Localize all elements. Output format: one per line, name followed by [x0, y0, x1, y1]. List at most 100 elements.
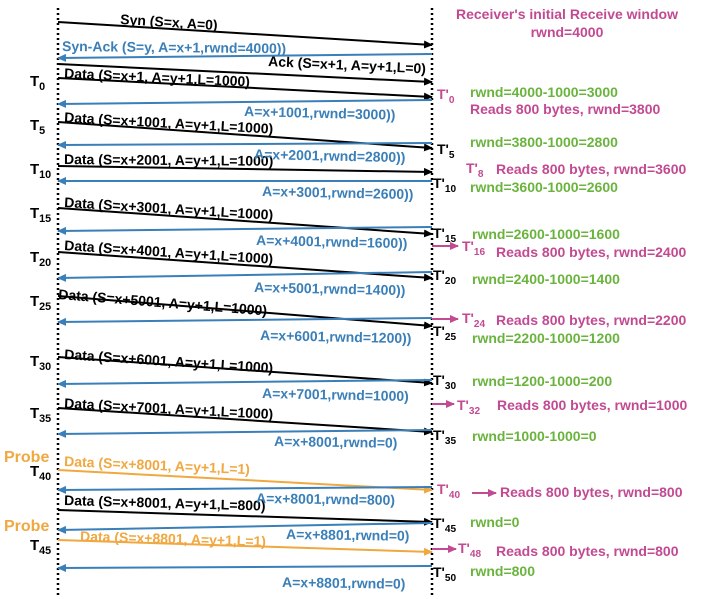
rwnd-calc-2: rwnd=3600-1000=2600 [470, 179, 618, 195]
receiver-time-6: T'20 [433, 267, 456, 287]
ack-arrow-4 [57, 271, 433, 282]
sender-time-7: T35 [30, 405, 51, 425]
rwnd-calc-3: rwnd=2600-1000=1600 [472, 226, 620, 242]
sender-time-2-base: T [30, 161, 39, 178]
sender-time-0-sub: 0 [39, 81, 45, 93]
sender-time-4: T20 [30, 249, 51, 269]
syn-label: Syn (S=x, A=0) [120, 11, 218, 33]
receiver-time-3-base: T' [433, 175, 445, 191]
sender-time-9-sub: 45 [39, 545, 51, 557]
rwnd-calc-1: rwnd=3800-1000=2800 [470, 134, 618, 150]
data-arrow-6 [57, 356, 433, 387]
sender-time-7-sub: 35 [39, 413, 51, 425]
receiver-time-3-sub: 10 [445, 184, 457, 195]
rwnd-calc-8: rwnd=0 [470, 514, 520, 530]
data-arrow-9 [57, 509, 433, 526]
receiver-time-12-sub: 40 [449, 490, 461, 501]
header-rwnd: rwnd=4000 [531, 24, 604, 40]
data-label-5: Data (S=x+5001, A=y+1,L=1000) [58, 286, 268, 318]
receiver-time-9-base: T' [433, 372, 445, 388]
ack-label-3: A=x+4001,rwnd=1600)) [256, 232, 408, 251]
receiver-time-8: T'25 [433, 323, 456, 343]
receiver-time-1-base: T' [437, 141, 449, 157]
sender-time-4-base: T [30, 249, 39, 266]
data-label-6: Data (S=x+6001, A=y+1,L=1000) [64, 346, 274, 376]
ack-label-6: A=x+7001,rwnd=1000) [262, 385, 409, 404]
receiver-time-9-sub: 30 [445, 381, 457, 392]
data-label-7: Data (S=x+7001, A=y+1,L=1000) [64, 395, 274, 422]
read-label-5: Reads 800 bytes, rwnd=800 [500, 484, 683, 500]
receiver-time-15-sub: 50 [445, 573, 457, 584]
data-label-1: Data (S=x+1001, A=y+1,L=1000) [64, 109, 274, 137]
ack-label: Ack (S=x+1, A=y+1,L=0) [268, 53, 426, 76]
data-label-0: Data (S=x+1, A=y+1,L=1000) [64, 65, 250, 89]
sender-time-4-sub: 20 [39, 257, 51, 269]
rwnd-calc-6: rwnd=1200-1000=200 [472, 373, 612, 389]
ack-label-1: A=x+2001,rwnd=2800)) [254, 146, 406, 165]
receiver-time-13: T'45 [433, 515, 456, 535]
sender-time-0-base: T [30, 73, 39, 90]
receiver-time-8-sub: 25 [445, 332, 457, 343]
receiver-time-13-base: T' [433, 515, 445, 531]
data-label-2: Data (S=x+2001, A=y+1,L=1000) [64, 151, 273, 169]
receiver-time-1: T'5 [437, 141, 455, 161]
probe-label-1: Probe [4, 449, 49, 466]
ack-label-7: A=x+8001,rwnd=0) [274, 433, 398, 451]
receiver-time-15-base: T' [433, 564, 445, 580]
ack-label-5: A=x+6001,rwnd=1200)) [260, 327, 412, 346]
read-label-0: Reads 800 bytes, rwnd=3800 [470, 101, 660, 117]
receiver-time-5: T'16 [462, 238, 485, 258]
receiver-time-5-sub: 16 [474, 247, 486, 258]
data-arrow-2 [57, 165, 433, 176]
rwnd-calc-7: rwnd=1000-1000=0 [472, 428, 597, 444]
receiver-time-12-base: T' [437, 481, 449, 497]
sender-time-9: T45 [30, 537, 51, 557]
rwnd-calc-9: rwnd=800 [470, 563, 535, 579]
sender-time-2: T10 [30, 161, 51, 181]
synack-arrow [57, 53, 433, 62]
ack-arrow-3 [57, 226, 433, 235]
sender-time-1: T5 [30, 117, 45, 137]
data-arrow-5 [57, 295, 433, 330]
receiver-time-11-base: T' [433, 427, 445, 443]
receiver-time-14-sub: 48 [470, 549, 482, 560]
receiver-time-1-sub: 5 [449, 150, 455, 161]
probe-label-2: Probe [4, 518, 49, 535]
rwnd-calc-0: rwnd=4000-1000=3000 [470, 84, 618, 100]
read-label-6: Reads 800 bytes, rwnd=800 [496, 543, 679, 559]
receiver-time-4-base: T' [433, 225, 445, 241]
ack-label-8: A=x+8001,rwnd=800) [256, 490, 395, 508]
ack-label-10: A=x+8801,rwnd=0) [282, 574, 406, 592]
read-label-3: Reads 800 bytes, rwnd=2200 [496, 312, 686, 328]
receiver-time-11-sub: 35 [445, 436, 457, 447]
rwnd-calc-5: rwnd=2200-1000=1200 [472, 330, 620, 346]
data-arrow-7 [57, 407, 433, 436]
sender-time-5-base: T [30, 293, 39, 310]
receiver-time-2-sub: 8 [478, 169, 484, 180]
receiver-time-0: T'0 [437, 86, 455, 106]
ack-arrow-1 [57, 140, 433, 149]
data-label-8: Data (S=x+8001, A=y+1,L=1) [64, 453, 250, 477]
ack-arrow-0 [57, 99, 433, 108]
ack-arrow-8 [57, 485, 433, 494]
receiver-time-7-base: T' [462, 310, 474, 326]
read-label-4: Reads 800 bytes, rwnd=1000 [497, 397, 687, 413]
read-label-1: Reads 800 bytes, rwnd=3600 [496, 161, 686, 177]
receiver-time-7: T'24 [462, 310, 485, 330]
ack-arrow-9 [57, 522, 433, 534]
data-label-4: Data (S=x+4001, A=y+1,L=1000) [64, 237, 274, 267]
sender-time-1-base: T [30, 117, 39, 134]
sender-time-6: T30 [30, 353, 51, 373]
ack-arrow-10 [57, 563, 433, 572]
ack-arrow-6 [57, 379, 433, 388]
syn-arrow [57, 21, 433, 49]
ack-label-9: A=x+8801,rwnd=0) [286, 526, 410, 544]
data-arrow-3 [57, 207, 433, 238]
ack-label-2: A=x+3001,rwnd=2600)) [262, 183, 414, 202]
receiver-time-13-sub: 45 [445, 524, 457, 535]
sender-time-7-base: T [30, 405, 39, 422]
sender-time-6-base: T [30, 353, 39, 370]
sender-time-9-base: T [30, 537, 39, 554]
receiver-time-12: T'40 [437, 481, 460, 501]
